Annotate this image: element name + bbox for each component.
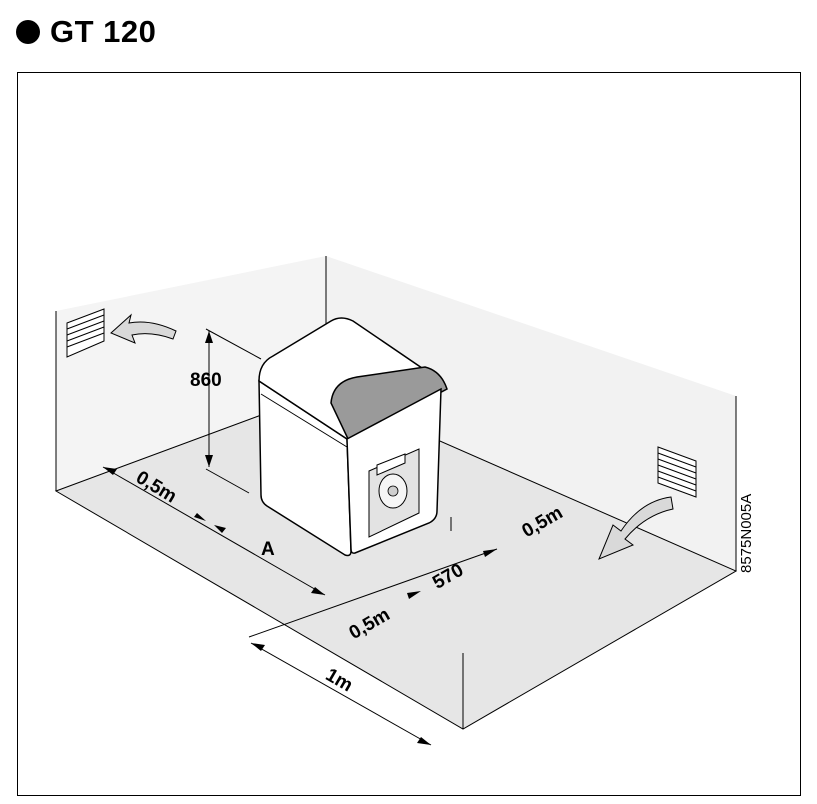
boiler-top-panel <box>330 366 448 443</box>
boiler <box>258 317 448 557</box>
bullet-icon <box>16 20 40 44</box>
right-airflow-arrow-icon <box>598 496 674 560</box>
dimension-lines <box>102 328 498 746</box>
header: GT 120 <box>16 10 156 54</box>
left-wall <box>56 256 326 491</box>
installation-diagram: 860 0,5m A 0,5m 570 0,5m 1m 8575N005A <box>54 256 755 746</box>
back-wall <box>326 256 736 571</box>
height-label: 860 <box>190 370 222 391</box>
dimension-arrowheads <box>103 331 497 745</box>
diagram-frame: 860 0,5m A 0,5m 570 0,5m 1m 8575N005A <box>17 72 801 796</box>
right-vent-icon <box>657 446 697 498</box>
page-title: GT 120 <box>50 14 157 49</box>
reference-code: 8575N005A <box>738 494 755 573</box>
front-space-label: 1m <box>322 664 356 696</box>
left-airflow-arrow-icon <box>110 313 177 344</box>
left-vent-icon <box>66 308 105 358</box>
side-distance-label: A <box>261 539 275 560</box>
